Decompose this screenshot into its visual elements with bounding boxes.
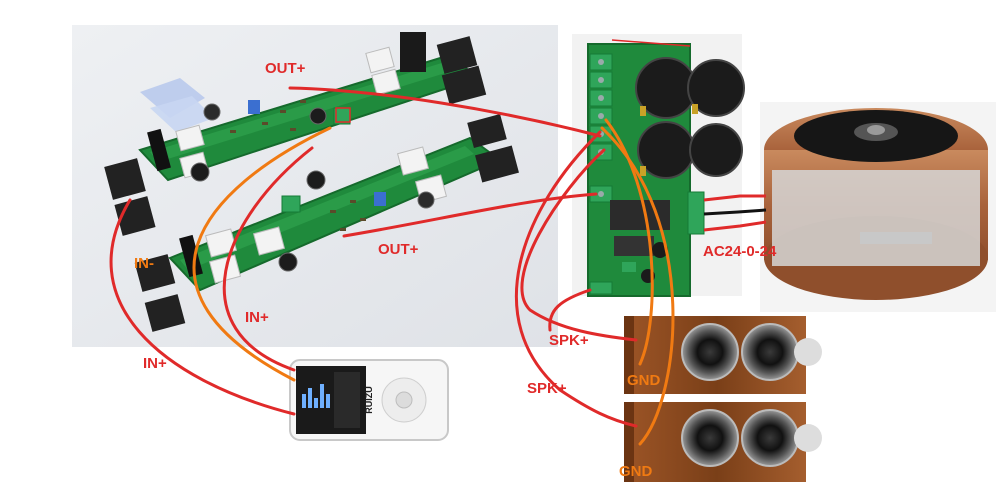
label-spk-plus-1: SPK+: [549, 332, 589, 349]
mp3-player: [289, 359, 449, 441]
label-ac-input: AC24-0-24: [703, 243, 777, 260]
label-spk-plus-2: SPK+: [527, 380, 567, 397]
label-in-plus-left: IN+: [143, 355, 167, 372]
insulation-pads: [140, 78, 214, 132]
label-out-plus-mid: OUT+: [378, 241, 419, 258]
label-in-minus: IN-: [134, 255, 154, 272]
filter-capacitors: [635, 57, 745, 179]
player-brand: RUIZU: [364, 386, 374, 414]
toroidal-transformer: [703, 102, 996, 312]
red-wires: [109, 86, 638, 428]
speaker-cabinet-top: [624, 316, 822, 394]
amplifier-board-top: [104, 32, 487, 236]
label-in-plus-mid: IN+: [245, 309, 269, 326]
label-out-plus-top: OUT+: [265, 60, 306, 77]
orange-wires: [192, 118, 675, 446]
label-gnd-2: GND: [619, 463, 653, 480]
speaker-cabinet-bottom: [624, 402, 822, 482]
label-gnd-1: GND: [627, 372, 661, 389]
